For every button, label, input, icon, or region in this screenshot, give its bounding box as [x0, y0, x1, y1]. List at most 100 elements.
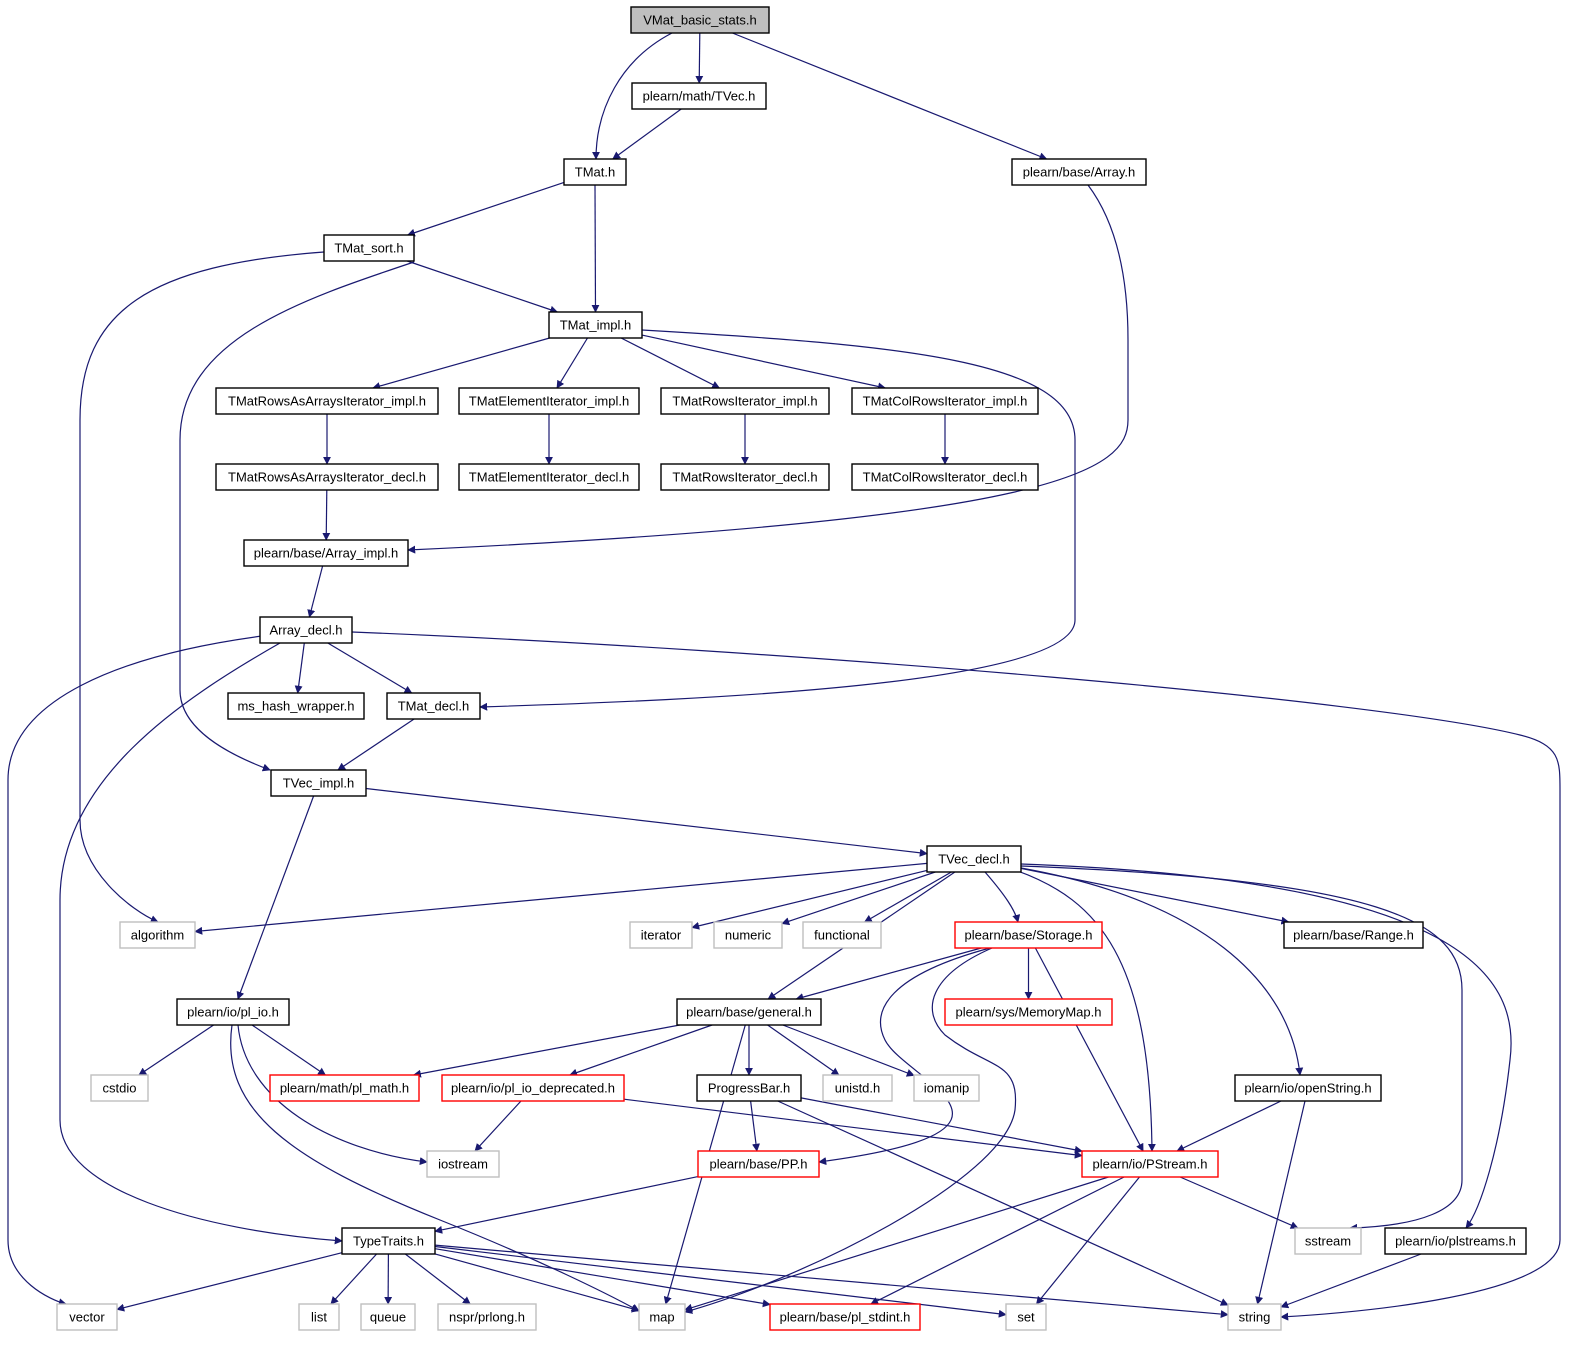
- node-elem_impl[interactable]: TMatElementIterator_impl.h: [458, 387, 640, 415]
- node-box: [90, 1074, 149, 1102]
- edge-line: [251, 1024, 327, 1076]
- node-colrows_impl[interactable]: TMatColRowsIterator_impl.h: [851, 387, 1039, 415]
- node-box: [360, 1303, 416, 1331]
- node-label: TMatRowsAsArraysIterator_impl.h: [228, 394, 426, 409]
- edge-storage-to-pp: [818, 947, 991, 1166]
- node-label: TMatElementIterator_impl.h: [469, 394, 629, 409]
- node-label: nspr/prlong.h: [449, 1310, 525, 1325]
- node-box: [660, 463, 830, 491]
- node-tvec_decl[interactable]: TVec_decl.h: [926, 845, 1022, 873]
- node-tmat_sort[interactable]: TMat_sort.h: [323, 234, 415, 262]
- node-label: plearn/math/pl_math.h: [280, 1081, 409, 1096]
- edge-line: [750, 1100, 760, 1152]
- node-box: [441, 1074, 625, 1102]
- node-label: functional: [814, 928, 870, 943]
- edge-line: [1020, 867, 1304, 1076]
- edge-pl_io-to-cstdio: [138, 1024, 214, 1076]
- node-array_h[interactable]: plearn/base/Array.h: [1011, 158, 1147, 186]
- node-progress[interactable]: ProgressBar.h: [696, 1074, 802, 1102]
- edge-storage-to-map: [684, 947, 1017, 1314]
- node-elem_decl[interactable]: TMatElementIterator_decl.h: [458, 463, 640, 491]
- node-iterator: iterator: [629, 921, 693, 949]
- edge-typetraits-to-vector: [116, 1252, 343, 1312]
- edge-line: [412, 1024, 680, 1078]
- node-box: [215, 387, 439, 415]
- edge-tvec_decl-to-algorithm: [194, 862, 928, 935]
- edge-line: [1179, 1176, 1299, 1229]
- edge-array_decl-to-string: [351, 631, 1561, 1321]
- node-box: [1227, 1303, 1282, 1331]
- edge-tvec_h-to-tmat_h: [612, 108, 682, 160]
- node-tmat_decl[interactable]: TMat_decl.h: [386, 692, 481, 720]
- edge-line: [294, 642, 305, 694]
- edge-line: [782, 1024, 915, 1077]
- edge-line: [322, 489, 331, 541]
- edge-line: [684, 947, 1017, 1314]
- node-rows_arr_impl[interactable]: TMatRowsAsArraysIterator_impl.h: [215, 387, 439, 415]
- node-memmap[interactable]: plearn/sys/MemoryMap.h: [944, 998, 1113, 1026]
- node-box: [298, 1303, 340, 1331]
- node-label: plearn/io/pl_io_deprecated.h: [451, 1081, 615, 1096]
- edge-line: [434, 1176, 699, 1234]
- node-pl_io[interactable]: plearn/io/pl_io.h: [176, 998, 290, 1026]
- node-tvec_h[interactable]: plearn/math/TVec.h: [631, 82, 767, 110]
- node-rows_impl[interactable]: TMatRowsIterator_impl.h: [660, 387, 830, 415]
- node-pp[interactable]: plearn/base/PP.h: [697, 1150, 820, 1178]
- node-range[interactable]: plearn/base/Range.h: [1283, 921, 1424, 949]
- edge-line: [1035, 1176, 1140, 1305]
- edge-array_decl-to-typetraits: [59, 642, 343, 1245]
- edge-line: [179, 261, 415, 772]
- node-ms_hash[interactable]: ms_hash_wrapper.h: [227, 692, 365, 720]
- edge-pstream-to-map: [684, 1176, 1109, 1312]
- edge-line: [406, 181, 565, 237]
- edge-tmat_sort-to-tmat_impl: [407, 260, 559, 314]
- node-label: plearn/base/pl_stdint.h: [780, 1310, 911, 1325]
- edge-array_decl-to-ms_hash: [294, 642, 305, 694]
- node-tmat_impl[interactable]: TMat_impl.h: [548, 311, 643, 339]
- node-label: TMatColRowsIterator_impl.h: [863, 394, 1028, 409]
- node-pl_math[interactable]: plearn/math/pl_math.h: [269, 1074, 420, 1102]
- edge-tvec_decl-to-openstring: [1020, 867, 1304, 1076]
- node-array_decl[interactable]: Array_decl.h: [259, 616, 353, 644]
- edge-tmat_impl-to-colrows_impl: [641, 334, 886, 391]
- node-label: string: [1239, 1310, 1271, 1325]
- node-vmat[interactable]: VMat_basic_stats.h: [630, 6, 770, 34]
- edge-line: [474, 1100, 522, 1152]
- node-pl_io_dep[interactable]: plearn/io/pl_io_deprecated.h: [441, 1074, 625, 1102]
- node-rows_decl[interactable]: TMatRowsIterator_decl.h: [660, 463, 830, 491]
- node-colrows_decl[interactable]: TMatColRowsIterator_decl.h: [851, 463, 1039, 491]
- edge-typetraits-to-set: [434, 1245, 1007, 1318]
- node-label: unistd.h: [835, 1081, 881, 1096]
- node-box: [660, 387, 830, 415]
- edge-general-to-iomanip: [782, 1024, 915, 1077]
- edge-line: [984, 871, 1021, 923]
- node-stdint[interactable]: plearn/base/pl_stdint.h: [769, 1303, 921, 1331]
- edge-pstream-to-stdint: [870, 1176, 1125, 1305]
- node-pstream[interactable]: plearn/io/PStream.h: [1081, 1150, 1219, 1178]
- node-box: [426, 1150, 500, 1178]
- node-string: string: [1227, 1303, 1282, 1331]
- node-label: plearn/io/openString.h: [1244, 1081, 1371, 1096]
- node-plstreams[interactable]: plearn/io/plstreams.h: [1384, 1227, 1527, 1255]
- edge-line: [592, 32, 673, 160]
- node-box: [437, 1303, 537, 1331]
- node-label: TMat_sort.h: [334, 241, 403, 256]
- node-tvec_impl[interactable]: TVec_impl.h: [270, 769, 367, 797]
- node-openstring[interactable]: plearn/io/openString.h: [1234, 1074, 1382, 1102]
- node-array_impl[interactable]: plearn/base/Array_impl.h: [243, 539, 409, 567]
- node-typetraits[interactable]: TypeTraits.h: [341, 1227, 436, 1255]
- node-box: [913, 1074, 980, 1102]
- edge-tvec_decl-to-plstreams: [1020, 863, 1512, 1229]
- node-label: plearn/base/Storage.h: [965, 928, 1093, 943]
- node-box: [713, 921, 783, 949]
- node-general[interactable]: plearn/base/general.h: [676, 998, 822, 1026]
- node-tmat_h[interactable]: TMat.h: [563, 158, 627, 186]
- node-storage[interactable]: plearn/base/Storage.h: [954, 921, 1103, 949]
- edge-line: [404, 1253, 471, 1305]
- edge-vmat-to-tmat_h: [592, 32, 673, 160]
- edge-line: [79, 251, 325, 923]
- edge-line: [434, 1244, 1229, 1319]
- node-label: TMat_impl.h: [560, 318, 632, 333]
- node-rows_arr_decl[interactable]: TMatRowsAsArraysIterator_decl.h: [215, 463, 439, 491]
- node-box: [227, 692, 365, 720]
